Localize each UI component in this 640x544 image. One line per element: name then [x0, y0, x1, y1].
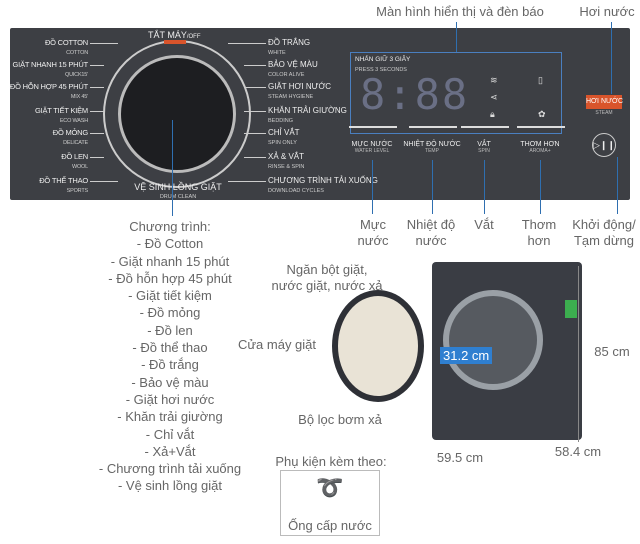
program-item: - Vệ sinh lồng giặt [117, 478, 223, 494]
height-dim: 85 cm [594, 344, 630, 359]
start-pause-button[interactable]: ▷❙❙ [592, 133, 616, 157]
program-item: - Đồ hỗn hợp 45 phút [108, 270, 232, 286]
start-annotation: Khởi động/ Tạm dừng [572, 217, 636, 248]
status-icons-right: ▯ ✿ [538, 72, 546, 123]
lock-icon: 🔒︎ [490, 109, 495, 119]
open-door [332, 290, 424, 402]
program-item: - Chỉ vắt [145, 426, 195, 442]
program-item: - Giặt nhanh 15 phút [110, 253, 230, 269]
program-item: - Đồ Cotton [136, 236, 204, 252]
accessory-item: Ống cấp nước [288, 518, 372, 533]
filter-annotation: Bộ lọc bơm xả [298, 412, 382, 427]
off-label: TẮT MÁY/OFF [148, 30, 201, 40]
aroma-icon: ✿ [538, 109, 546, 119]
program-item: - Giặt tiết kiệm [128, 288, 212, 304]
width-dim: 59.5 cm [436, 450, 484, 465]
program-item: - Đồ trắng [141, 357, 199, 373]
energy-label [565, 300, 577, 318]
display-screen [350, 52, 562, 134]
programs-list: Chương trình: - Đồ Cotton- Giặt nhanh 15 … [95, 218, 245, 495]
program-item: - Đồ len [147, 322, 193, 338]
program-dial-knob[interactable] [118, 55, 236, 173]
play-pause-icon: ▷❙❙ [593, 140, 616, 150]
share-icon: ⋖ [490, 92, 498, 102]
drum-glass [443, 290, 543, 390]
program-item: - Đồ mỏng [139, 305, 201, 321]
steam-annotation: Hơi nước [579, 4, 635, 19]
program-item: - Khăn trải giường [117, 409, 223, 425]
status-icons: ≋ ⋖ 🔒︎ [490, 72, 498, 123]
phone-icon: ▯ [538, 75, 543, 85]
program-item: - Xả+Vắt [144, 443, 196, 459]
depth-dim: 58.4 cm [554, 444, 602, 459]
steam-button[interactable]: HƠI NƯỚC [586, 95, 623, 109]
hose-icon: ➰ [316, 475, 344, 500]
accessory-box: ➰ [280, 470, 380, 536]
detergent-annotation: Ngăn bột giặt, nước giặt, nước xả [271, 262, 383, 293]
program-item: - Bảo vệ màu [131, 374, 209, 390]
steam-sub: STEAM [595, 110, 613, 116]
aroma-annotation: Thơm hơn [521, 217, 557, 248]
program-item: - Giặt hơi nước [125, 391, 215, 407]
off-indicator [164, 40, 186, 44]
program-item: - Chương trình tải xuống [98, 461, 242, 477]
temp-annotation: Nhiệt độ nước [406, 217, 456, 248]
drum-diameter: 31.2 cm [440, 347, 493, 364]
water-level-annotation: Mực nước [357, 217, 389, 248]
spin-annotation: Vắt [474, 217, 494, 232]
door-annotation: Cửa máy giặt [237, 337, 317, 352]
accessories-title: Phụ kiện kèm theo: [275, 454, 387, 469]
digit-display: 8:88 [360, 70, 470, 119]
display-annotation: Màn hình hiển thị và đèn báo [376, 4, 544, 19]
programs-title: Chương trình: [129, 219, 211, 234]
wifi-icon: ≋ [490, 75, 498, 85]
program-item: - Đồ thể thao [132, 340, 208, 356]
